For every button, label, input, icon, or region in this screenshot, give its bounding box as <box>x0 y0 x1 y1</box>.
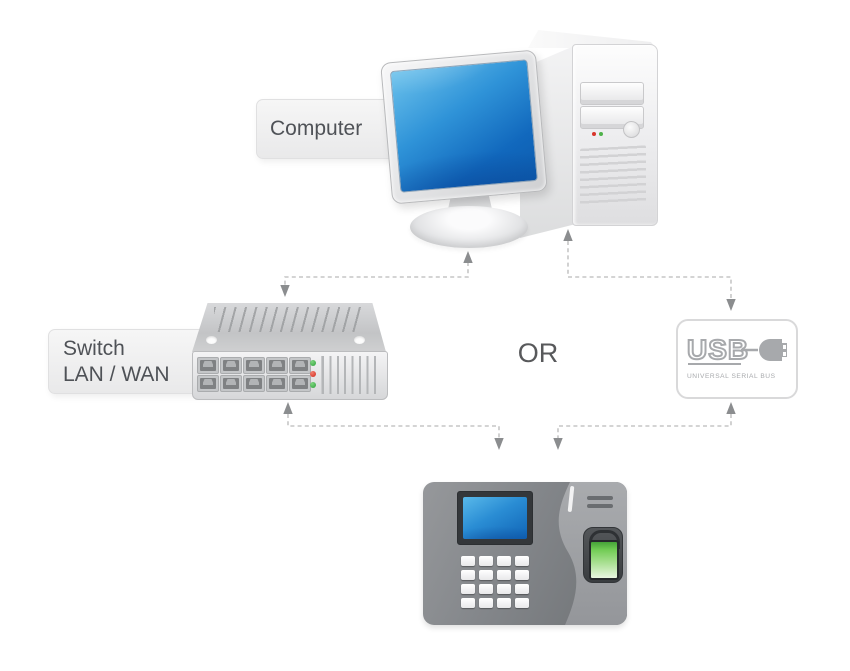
tower-led-green <box>599 132 603 136</box>
fingerprint-sensor-window <box>589 540 619 580</box>
ethernet-port <box>243 357 265 374</box>
device-screen <box>463 497 527 539</box>
ethernet-port <box>197 357 219 374</box>
ethernet-port <box>220 357 242 374</box>
speaker-grill <box>587 496 613 500</box>
ethernet-port <box>266 357 288 374</box>
screw-hole <box>206 336 217 344</box>
switch-front-vents <box>321 356 380 394</box>
arrow-down-icon <box>553 438 563 450</box>
speaker-grill <box>587 504 613 508</box>
computer-monitor <box>380 49 548 205</box>
switch-led-red <box>310 371 316 377</box>
keypad-key <box>479 598 493 608</box>
fingerprint-terminal <box>423 482 627 625</box>
fingerprint-scanner-arch <box>589 530 620 549</box>
keypad-key <box>461 556 475 566</box>
keypad-key <box>461 570 475 580</box>
ethernet-port <box>197 375 219 392</box>
keypad-key <box>515 570 529 580</box>
or-label: OR <box>517 338 559 368</box>
switch-hatch-vents <box>214 307 362 332</box>
keypad-key <box>479 584 493 594</box>
ethernet-port <box>289 357 311 374</box>
arrow-down-icon <box>726 299 736 311</box>
ethernet-port <box>266 375 288 392</box>
arrow-down-icon <box>280 285 290 297</box>
switch-led-green <box>310 382 316 388</box>
screw-hole <box>354 336 365 344</box>
switch-label-line1: Switch <box>63 336 125 360</box>
computer-tower <box>572 44 658 226</box>
keypad-key <box>479 570 493 580</box>
arrow-down-icon <box>494 438 504 450</box>
switch-top-face <box>192 303 386 352</box>
computer-label-text: Computer <box>270 117 363 140</box>
network-switch <box>192 351 388 400</box>
usb-logo-text: USB <box>687 334 749 365</box>
arrow-up-icon <box>726 402 736 414</box>
computer-switch-link <box>284 262 469 286</box>
ethernet-port <box>243 375 265 392</box>
usb-device-link <box>557 414 732 438</box>
keypad <box>461 556 529 608</box>
usb-logo-icon: USB UNIVERSAL SERIAL BUS <box>686 333 787 380</box>
keypad-key <box>497 584 511 594</box>
keypad-key <box>515 556 529 566</box>
switch-label-line2: LAN / WAN <box>63 362 170 386</box>
keypad-key <box>461 584 475 594</box>
keypad-key <box>515 598 529 608</box>
usb-plug-icon <box>759 339 782 361</box>
keypad-key <box>461 598 475 608</box>
switch-led-green <box>310 360 316 366</box>
arrow-up-icon <box>563 229 573 241</box>
computer-usb-link <box>567 241 732 300</box>
keypad-key <box>497 570 511 580</box>
keypad-key <box>479 556 493 566</box>
usb-logo: USB UNIVERSAL SERIAL BUS <box>676 319 798 399</box>
ethernet-port <box>220 375 242 392</box>
monitor-stand-base <box>410 206 528 248</box>
tower-vents <box>580 145 646 207</box>
arrow-up-icon <box>283 402 293 414</box>
arrow-up-icon <box>463 251 473 263</box>
power-button-icon <box>623 121 640 138</box>
tower-drive-bay <box>580 82 644 105</box>
keypad-key <box>497 598 511 608</box>
usb-caption-text: UNIVERSAL SERIAL BUS <box>687 373 776 380</box>
monitor-screen <box>389 59 538 193</box>
switch-device-link <box>287 414 500 438</box>
keypad-key <box>497 556 511 566</box>
device-screen-bezel <box>457 491 533 545</box>
keypad-key <box>515 584 529 594</box>
tower-led-red <box>592 132 596 136</box>
ethernet-port <box>289 375 311 392</box>
